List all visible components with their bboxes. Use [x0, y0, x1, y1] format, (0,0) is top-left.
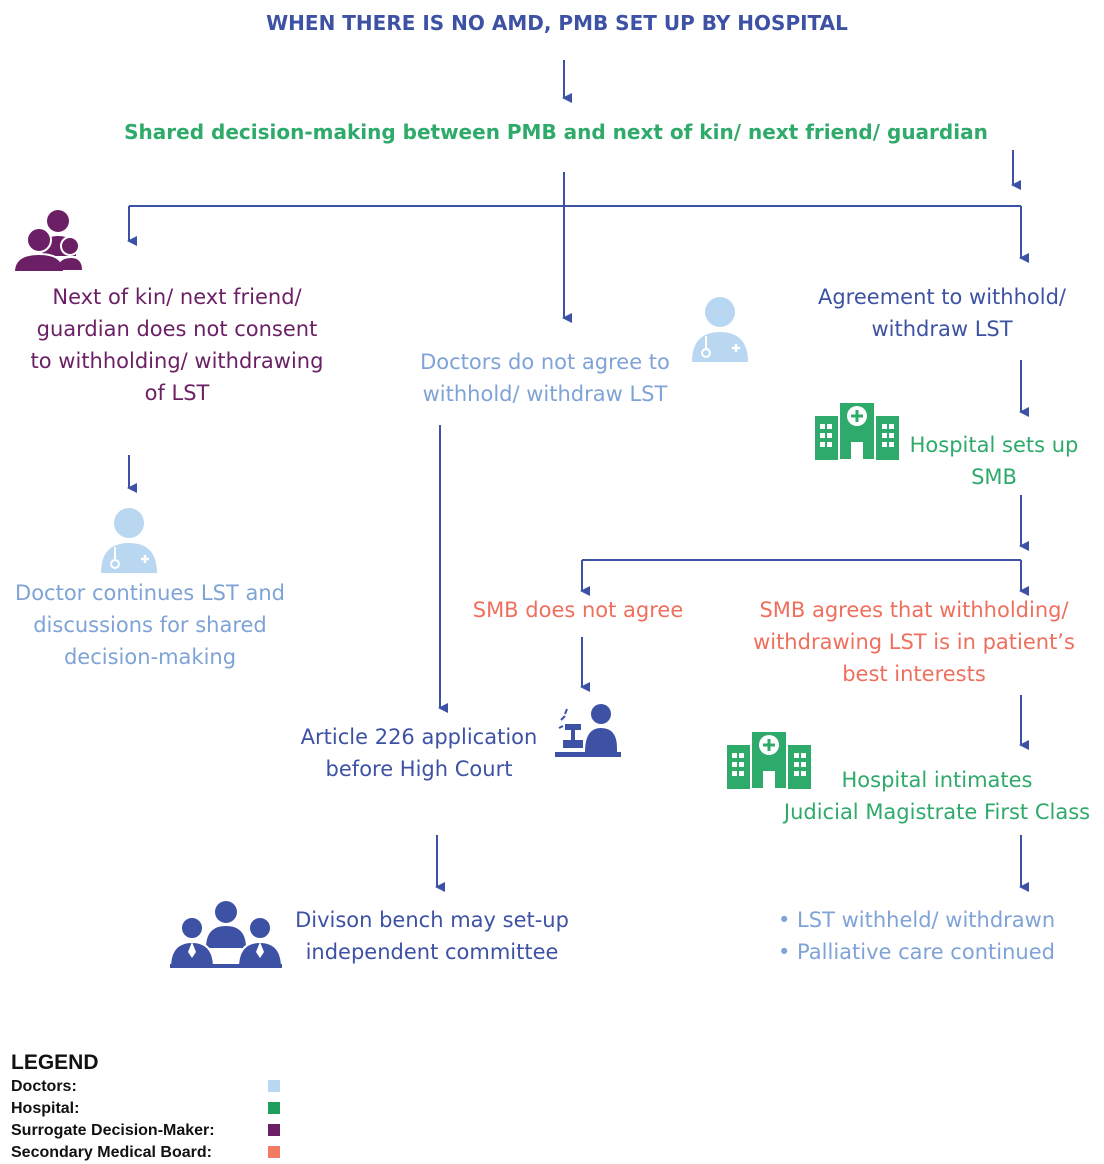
legend-item-hospital: Hospital: [11, 1098, 291, 1120]
hospital-intimates-node: Hospital intimates Judicial Magistrate F… [783, 768, 1091, 824]
legend-swatch-doctors [268, 1080, 280, 1092]
legend-item-doctors: Doctors: [11, 1076, 291, 1098]
legend-item-smb: Secondary Medical Board: [11, 1142, 291, 1164]
hospital-icon [815, 401, 899, 460]
legend-item-surrogate: Surrogate Decision-Maker: [11, 1120, 291, 1142]
doctor-icon [692, 297, 748, 362]
smb-agrees-node: SMB agrees that withholding/ withdrawing… [753, 598, 1075, 686]
legend: LEGEND Doctors: Hospital: Surrogate Deci… [11, 1050, 291, 1164]
group-people-icon [14, 210, 82, 273]
legend-swatch-smb [268, 1146, 280, 1158]
agreement-node: Agreement to withhold/ withdraw LST [817, 285, 1066, 341]
hospital-smb-node: Hospital sets up SMB [909, 433, 1079, 489]
doctors-disagree-node: Doctors do not agree to withhold/ withdr… [420, 350, 670, 406]
smb-not-agree-node: SMB does not agree [472, 598, 684, 622]
doctor-continues-node: Doctor continues LST and discussions for… [15, 581, 285, 669]
shared-decision-node: Shared decision-making between PMB and n… [124, 120, 988, 144]
committee-icon [170, 901, 282, 968]
outcome-node: • LST withheld/ withdrawn • Palliative c… [778, 908, 1056, 964]
hospital-icon [727, 730, 811, 789]
legend-swatch-hospital [268, 1102, 280, 1114]
legend-swatch-surrogate [268, 1124, 280, 1136]
doctor-icon [101, 508, 157, 573]
division-bench-node: Divison bench may set-up independent com… [295, 908, 569, 964]
flow-title: WHEN THERE IS NO AMD, PMB SET UP BY HOSP… [266, 11, 848, 35]
kin-no-consent-node: Next of kin/ next friend/ guardian does … [30, 285, 324, 405]
legend-title: LEGEND [11, 1051, 99, 1074]
article226-node: Article 226 application before High Cour… [300, 725, 538, 781]
judge-gavel-icon [555, 704, 621, 757]
